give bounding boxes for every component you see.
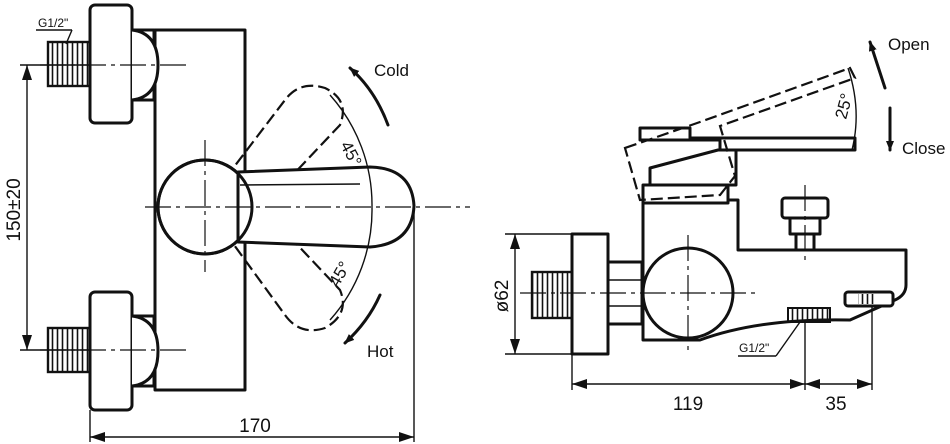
lever-solid <box>638 126 857 152</box>
close-label: Close <box>902 139 945 158</box>
handle-hot-position <box>204 199 344 332</box>
side-view: G1/2" 25° Open Close ø62 1 <box>492 35 945 415</box>
front-view: 150±20 <box>4 3 470 442</box>
inlet-thread <box>530 270 574 320</box>
open-label: Open <box>888 35 930 54</box>
width-dimension-label: 170 <box>239 416 271 437</box>
side-thread-callout: G1/2" <box>738 321 801 357</box>
thread-label: G1/2" <box>38 16 68 30</box>
hot-angle-arc <box>329 206 373 321</box>
lever-open-position <box>623 66 857 202</box>
depth-dimensions: 119 35 <box>571 306 873 415</box>
lever-angle-label: 25° <box>832 91 857 121</box>
width-dimension: 170 <box>89 210 415 442</box>
hot-angle-label: 45° <box>325 258 354 290</box>
diameter-dimension-label: ø62 <box>492 280 513 313</box>
spacing-dimension-label: 150±20 <box>4 178 25 241</box>
diameter-dimension: ø62 <box>492 233 572 355</box>
lower-inlet-connector <box>46 290 160 412</box>
thread-callout: G1/2" <box>36 16 73 45</box>
spout-dimension-label: 35 <box>825 394 846 415</box>
cartridge-neck <box>641 183 730 205</box>
lever-angle-arc <box>847 67 857 151</box>
cartridge-cap <box>648 148 738 187</box>
spacing-dimension: 150±20 <box>4 64 130 351</box>
hot-label: Hot <box>367 342 394 361</box>
hot-arrow-icon <box>343 293 382 345</box>
cold-angle-arc <box>329 94 373 208</box>
handle-cold-position <box>204 84 344 216</box>
cold-angle-label: 45° <box>336 138 365 170</box>
open-arrow-icon <box>868 40 887 90</box>
shower-outlet-thread <box>787 307 831 323</box>
side-thread-label: G1/2" <box>739 341 769 355</box>
cold-arrow-icon <box>348 66 390 127</box>
cold-label: Cold <box>374 61 409 80</box>
depth-dimension-label: 119 <box>673 394 703 415</box>
wall-flange <box>570 232 610 356</box>
